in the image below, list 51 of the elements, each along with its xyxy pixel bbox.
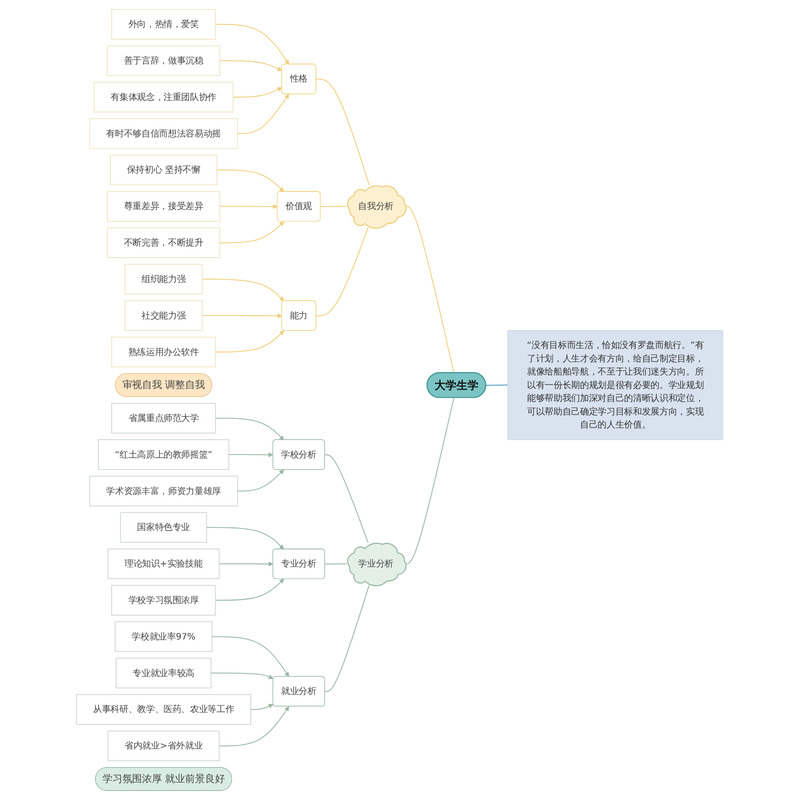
connector [404, 397, 455, 564]
connector [316, 78, 370, 186]
node-box [112, 9, 216, 40]
arrow [210, 672, 274, 680]
node-box [112, 336, 216, 368]
connector [404, 206, 455, 374]
node-box [116, 658, 212, 688]
node-box [125, 300, 203, 331]
arrow [219, 706, 290, 746]
connector [324, 563, 348, 565]
arrow [237, 94, 290, 134]
connector [324, 454, 369, 544]
node-box [107, 228, 220, 258]
node-box [108, 548, 220, 579]
node-box [107, 46, 220, 76]
node-box [90, 118, 238, 149]
connector [320, 206, 348, 208]
arrow [215, 578, 284, 601]
arrow [232, 87, 282, 98]
connector [316, 227, 369, 316]
node-box [120, 512, 208, 543]
connector [486, 384, 509, 386]
arrow [215, 418, 284, 440]
connector [324, 584, 370, 692]
arrow [202, 278, 285, 302]
node-box [90, 476, 238, 506]
node-box [76, 694, 252, 725]
arrow [202, 313, 282, 318]
arrow [215, 330, 285, 352]
node-box [94, 82, 234, 112]
arrow [220, 60, 282, 71]
node-box [107, 191, 220, 222]
arrow [250, 704, 274, 710]
arrow [228, 452, 274, 458]
mind-map: 自我分析 性格 外向，热情，爱笑 善于言辞，做事沉稳 有集体观念，注重团队协作 有时不够自信而想法容易动摇 价值观 保持初心 坚持不懈 尊重差异，接受差异 不断完善，不断提升 能力 组织能力强 社交能力强 熟练运用办公软件 审视自我 调整自我 学业分析 学校分析 省属重点师范大学 “红土高原上的教师摇篮” 学术资源丰富，师资力量雄厚 专业分析 国家特色专业 理论知识+实验技能 学校学习氛围浓厚 就业分析 学校就业率97% 专业就业率较高 从事科研、教学、医药、农业等工作 省内就业>省外就业 学习氛围浓厚 就业前景良好 大学生学 “没有目标而生活，恰如没有罗盘而航行。”有了计划，人生才会有方向，给自己制定目标，就像给船舶导航，不至于让我们迷失方向。所以有一份长期的规划是很有必要的。学业规划能够帮助我们加深对自己的清晰认识和定位，可以帮助自己确定学习目标和发展方向，实现自己的人生价值。 [72, 5, 728, 795]
node-box [115, 621, 213, 652]
node-box [112, 403, 216, 434]
node-box [110, 154, 218, 186]
arrow [237, 470, 284, 492]
arrow [220, 204, 278, 209]
arrow [219, 562, 274, 566]
arrow [220, 221, 284, 244]
arrow [212, 636, 290, 677]
arrow [216, 170, 284, 192]
arrow [215, 24, 290, 65]
arrow [206, 526, 284, 550]
node-box [508, 330, 724, 440]
node-box [112, 585, 216, 616]
node-box [125, 264, 203, 294]
node-box [108, 730, 220, 762]
node-box [98, 439, 230, 470]
